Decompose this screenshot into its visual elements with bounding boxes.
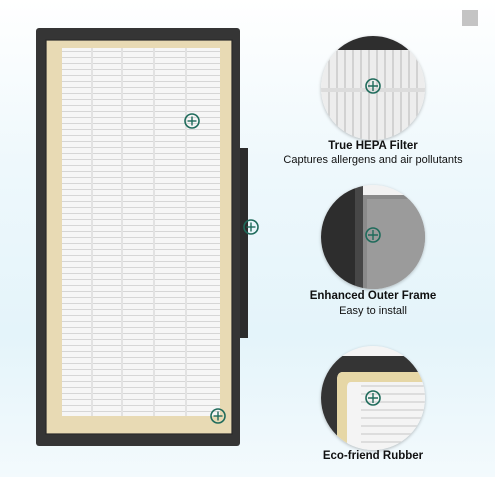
- feature-title: Eco-friend Rubber: [322, 450, 424, 462]
- rubber-gasket-closeup: [321, 346, 425, 450]
- feature-description: Easy to install: [339, 305, 407, 317]
- hepa-filter-image: [36, 28, 248, 448]
- gray-square-icon: [462, 10, 478, 26]
- filter-media-closeup: [321, 36, 425, 140]
- feature-title: Enhanced Outer Frame: [309, 290, 437, 302]
- plus-circle-icon[interactable]: [184, 113, 200, 129]
- plus-circle-icon[interactable]: [210, 408, 226, 424]
- feature-description: Captures allergens and air pollutants: [283, 154, 463, 166]
- outer-frame-closeup: [321, 185, 425, 289]
- feature-title: True HEPA Filter: [328, 140, 418, 152]
- plus-circle-icon[interactable]: [243, 219, 259, 235]
